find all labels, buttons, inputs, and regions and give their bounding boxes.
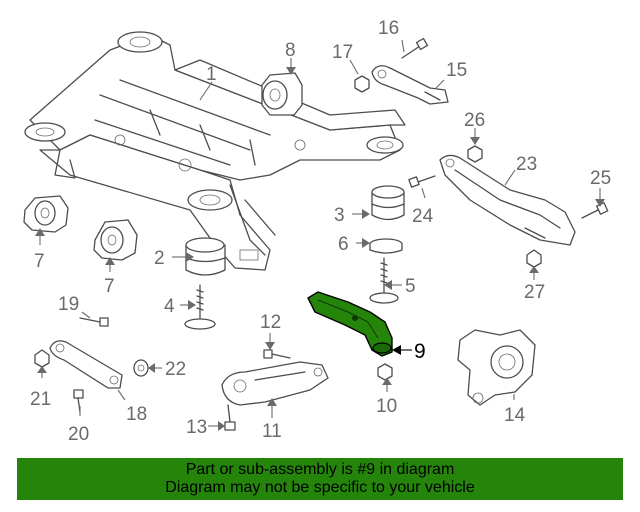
callout-11: 11 (262, 421, 282, 442)
washer-part-6 (369, 238, 403, 254)
stud-part-5 (369, 257, 399, 304)
highlighted-arm-part-9 (307, 291, 393, 357)
callout-1: 1 (206, 64, 217, 85)
callout-22: 22 (165, 359, 186, 380)
banner-line-1: Part or sub-assembly is #9 in diagram (185, 461, 455, 478)
callout-15: 15 (446, 60, 467, 81)
callouts: 1 2 3 4 5 6 7 7 8 9 10 11 (30, 18, 611, 445)
callout-21: 21 (30, 389, 51, 410)
bushing-part-7b (93, 219, 138, 261)
callout-16: 16 (378, 18, 399, 39)
callout-27: 27 (524, 282, 545, 303)
mount-part-3 (371, 185, 405, 221)
washer-part-22 (133, 359, 149, 377)
bushing-part-7a (23, 195, 69, 233)
callout-17: 17 (332, 42, 353, 63)
arm-part-11 (221, 361, 329, 406)
nut-part-21 (34, 349, 50, 368)
callout-24: 24 (412, 206, 434, 227)
callout-8: 8 (285, 40, 296, 61)
bolt-part-13 (224, 404, 236, 431)
knuckle-part-14 (457, 329, 536, 406)
nut-part-17 (354, 75, 370, 93)
exploded-parts-diagram: 1 2 3 4 5 6 7 7 8 9 10 11 (23, 18, 611, 445)
bolt-part-24 (408, 175, 436, 188)
callout-9: 9 (414, 340, 426, 363)
callout-3: 3 (334, 205, 345, 226)
callout-7b: 7 (104, 276, 115, 297)
banner-line-2: Diagram may not be specific to your vehi… (165, 479, 475, 496)
nut-part-27 (526, 249, 542, 268)
mount-part-2 (185, 237, 226, 276)
subframe-part-1 (24, 31, 406, 271)
callout-13: 13 (186, 417, 207, 438)
callout-6: 6 (338, 234, 349, 255)
nut-part-26 (467, 145, 483, 163)
bolt-part-12 (263, 349, 291, 359)
bolt-part-16 (401, 37, 429, 59)
nut-part-10 (377, 363, 393, 381)
bushing-part-8 (261, 72, 303, 116)
callout-23: 23 (516, 154, 537, 175)
callout-14: 14 (504, 405, 526, 426)
link-part-18 (49, 340, 123, 389)
callout-4: 4 (164, 296, 175, 317)
callout-19: 19 (58, 294, 79, 315)
stud-part-4 (184, 284, 216, 330)
callout-25: 25 (590, 168, 611, 189)
callout-12: 12 (260, 312, 281, 333)
upper-link-part-15 (371, 65, 449, 105)
bolt-part-25 (581, 202, 609, 219)
callout-26: 26 (464, 110, 485, 131)
callout-20: 20 (68, 424, 89, 445)
callout-7a: 7 (34, 251, 45, 272)
callout-5: 5 (405, 276, 416, 297)
bolt-part-20 (73, 389, 84, 413)
callout-2: 2 (154, 248, 165, 269)
bolt-part-19 (79, 317, 109, 327)
lower-arm-part-23 (439, 154, 576, 246)
callout-10: 10 (376, 396, 397, 417)
part-info-banner: Part or sub-assembly is #9 in diagram Di… (17, 458, 623, 500)
callout-18: 18 (126, 404, 147, 425)
